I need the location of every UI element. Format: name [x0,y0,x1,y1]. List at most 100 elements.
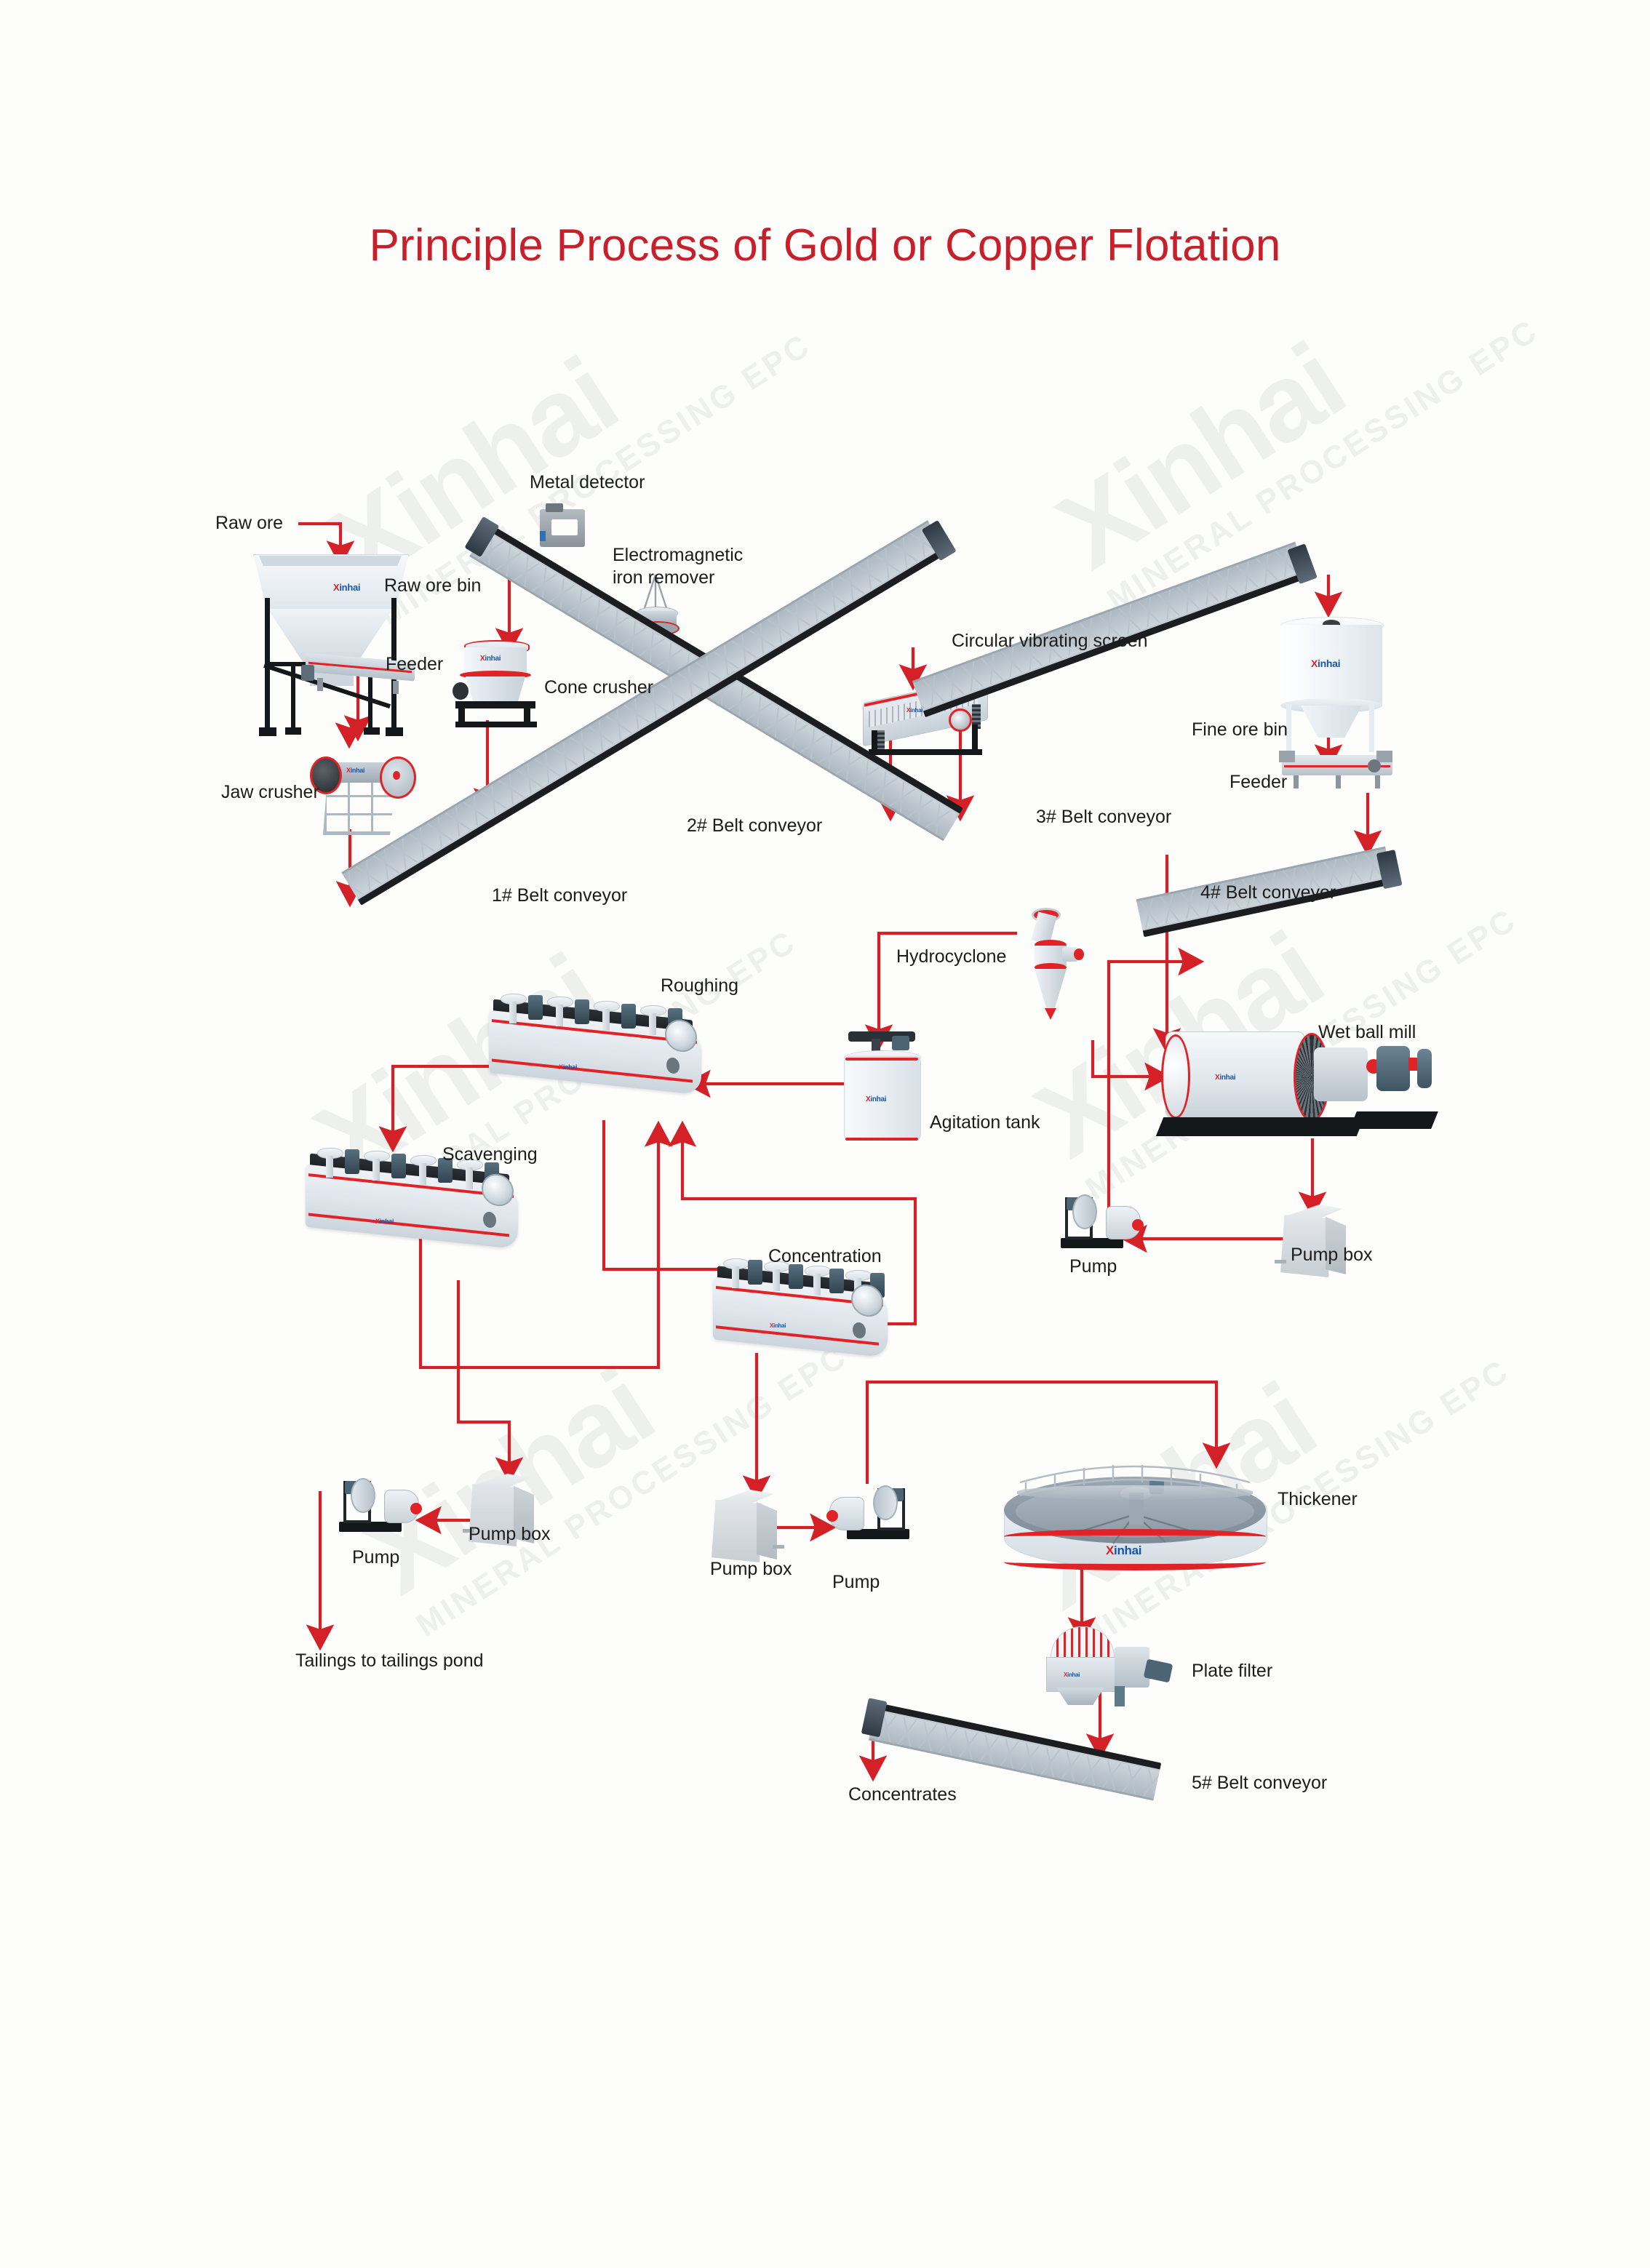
flotation-cell [317,1148,343,1186]
tank-red-band-top [845,1058,918,1061]
flotation-cells [313,1141,508,1189]
label-roughing: Roughing [661,975,739,996]
flotation-cell [640,1005,666,1043]
pump-box-front [469,1484,519,1546]
label-pump-box-concentrate: Pump box [710,1559,792,1579]
label-pump-box-tailings: Pump box [469,1524,551,1544]
label-raw-ore: Raw ore [215,513,284,533]
flotation-cell [764,1261,790,1299]
pump-box-outlet [463,1529,474,1533]
flotation-cell-motor [391,1154,406,1178]
pump-box-mill-circuit [1275,1205,1347,1280]
thickener: Xinhai [1004,1448,1267,1586]
flotation-cell-motor [789,1264,803,1289]
label-feeder-1: Feeder [386,654,444,674]
label-cone-crusher: Cone crusher [544,677,654,698]
pump-box-front [712,1500,762,1562]
flotation-cell [723,1258,749,1296]
pump-box-side [1326,1216,1346,1274]
pump-concentrate [826,1478,909,1539]
flotation-cell [805,1266,831,1303]
metal-detector [535,502,594,553]
conveyor-truss [912,541,1307,711]
brand-logo: Xinhai [906,707,923,714]
label-pump-tailings: Pump [352,1547,400,1568]
watermark-tagline: MINERAL PROCESSING EPC [1101,312,1545,618]
pump-box-tailings [463,1474,535,1549]
brand-logo: Xinhai [1106,1544,1142,1557]
flotation-cell-motor [621,1004,636,1029]
circular-vibrating-screen: Xinhai [863,676,1000,778]
pump-tailings [339,1471,422,1532]
label-metal-detector: Metal detector [530,472,645,492]
label-thickener: Thickener [1278,1489,1358,1509]
tank-body [844,1056,921,1141]
pump-mill-circuit [1061,1187,1144,1248]
label-pump-concentrate: Pump [832,1572,880,1592]
label-concentrates: Concentrates [848,1784,957,1805]
label-pump-mill: Pump [1069,1256,1117,1277]
pump-base [1061,1238,1123,1248]
pump-belt-wheel [1072,1194,1097,1229]
pump-belt-wheel [351,1478,375,1513]
page-title: Principle Process of Gold or Copper Flot… [369,220,1281,271]
label-plate-filter: Plate filter [1192,1661,1273,1681]
chain-icon [643,574,668,609]
label-belt-conveyor-2: 2# Belt conveyor [687,815,823,836]
brand-logo: Xinhai [346,767,365,774]
hydrocyclone [1016,908,1096,1046]
flotation-cell-motor [345,1149,359,1174]
label-wet-ball-mill: Wet ball mill [1318,1022,1416,1042]
label-jaw-crusher: Jaw crusher [221,782,319,802]
label-tailings-to-pond: Tailings to tailings pond [295,1650,484,1671]
brand-logo: Xinhai [480,655,501,663]
label-scavenging: Scavenging [442,1144,538,1165]
pump-box-front [1280,1215,1331,1277]
label-concentration: Concentration [768,1246,882,1266]
label-fine-ore-bin: Fine ore bin [1192,719,1288,740]
flotation-cell-motor [438,1158,453,1183]
jaw-crusher: Xinhai [304,740,421,835]
brand-logo: Xinhai [1215,1074,1236,1082]
label-circular-vibrating-screen: Circular vibrating screen [952,631,1148,651]
flotation-cell [410,1155,437,1193]
flotation-cell-motor [528,995,543,1020]
label-hydrocyclone: Hydrocyclone [896,946,1007,967]
flotation-cell [501,994,527,1031]
agitation-tank: Xinhai [844,1031,921,1142]
pump-box-side [514,1485,534,1544]
flotation-bank-concentration: Xinhai [713,1253,888,1362]
feeder-under-fine-ore-bin [1279,749,1392,791]
brand-logo: Xinhai [1311,658,1341,669]
label-belt-conveyor-5: 5# Belt conveyor [1192,1773,1328,1793]
pump-box-side [757,1501,777,1560]
pump-box-outlet [773,1545,784,1549]
label-pump-box-mill: Pump box [1291,1245,1373,1265]
label-belt-conveyor-1: 1# Belt conveyor [492,885,628,906]
pump-base [847,1529,909,1539]
flotation-cell-motor [748,1260,762,1285]
flotation-cell [547,997,573,1034]
flotation-cells [496,986,691,1035]
label-feeder-2: Feeder [1229,772,1288,792]
tank-red-band-bottom [845,1138,918,1141]
pump-box-outlet [1275,1260,1286,1263]
pump-inlet [410,1503,422,1514]
flotation-cell-motor [829,1269,844,1293]
watermark-brand: Xinhai [1037,320,1363,592]
pump-box-concentrate [712,1490,784,1565]
flotation-cell [594,1001,620,1039]
brand-logo: Xinhai [770,1322,786,1329]
pump-inlet [826,1510,838,1522]
feeder-under-raw-ore-bin [301,652,415,694]
brand-logo: Xinhai [375,1218,394,1225]
flotation-cell-motor [575,999,589,1024]
flotation-bank-roughing: Xinhai [489,988,701,1110]
flotation-cell [457,1159,483,1197]
flotation-cell [364,1151,390,1189]
label-raw-ore-bin: Raw ore bin [384,575,482,596]
wet-ball-mill: Xinhai [1155,1027,1438,1158]
brand-logo: Xinhai [333,582,361,593]
flotation-bank-scavenging: Xinhai [306,1142,518,1264]
